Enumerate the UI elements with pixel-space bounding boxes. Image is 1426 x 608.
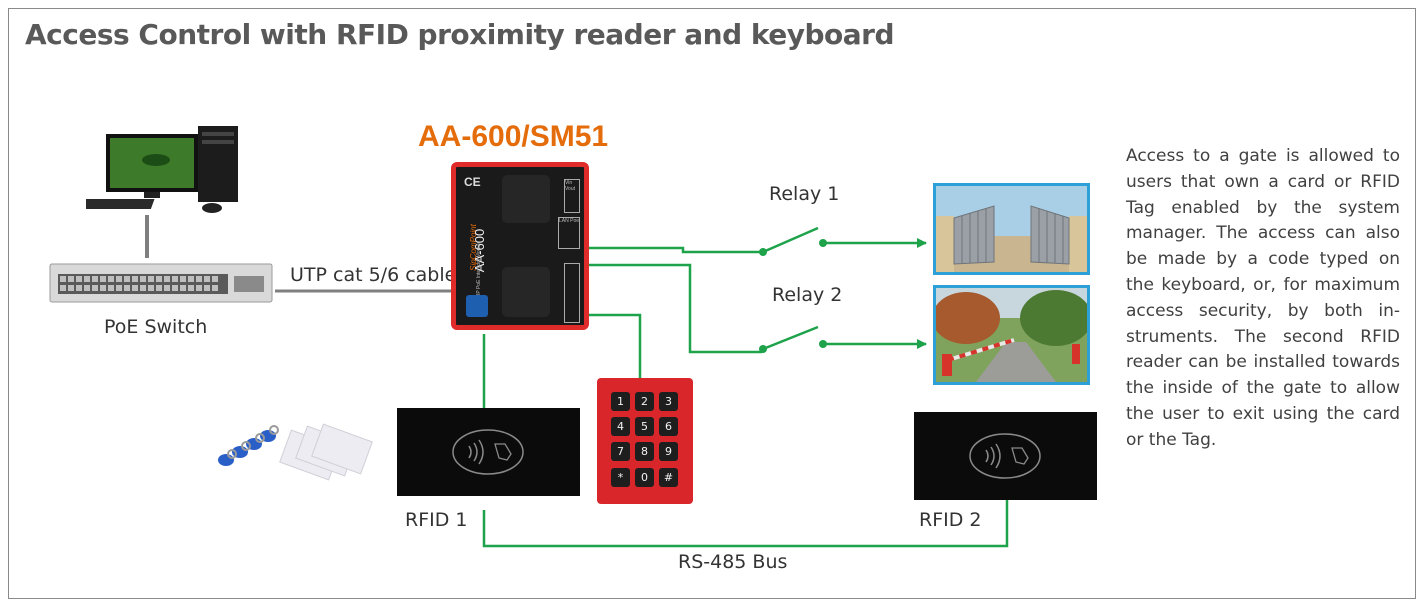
swing-gate-icon	[936, 186, 1087, 272]
keypad-key: 7	[611, 442, 630, 461]
keypad-key: 6	[659, 417, 678, 436]
device-panel-top	[502, 175, 550, 223]
keypad-key: #	[659, 468, 678, 487]
keypad-key: 1	[611, 392, 630, 411]
keypad-key: 5	[635, 417, 654, 436]
computer-illustration	[50, 96, 238, 216]
terminal-block: Vin Vout	[564, 179, 580, 213]
contactless-icon	[452, 429, 524, 475]
device-model-label: AA-600/SM51	[418, 120, 609, 153]
device-subtitle: IP PoE Intercom Module	[476, 240, 483, 296]
diagram-frame	[8, 8, 1416, 599]
keypad-key: 9	[659, 442, 678, 461]
relay2-switch-arm	[762, 325, 819, 351]
keypad-key: 2	[635, 392, 654, 411]
utp-cable-label: UTP cat 5/6 cable	[290, 264, 457, 286]
ce-mark: CE	[464, 175, 481, 189]
lan-port: LAN Poe	[558, 217, 580, 249]
keypad: 1 2 3 4 5 6 7 8 9 * 0 #	[597, 378, 693, 504]
io-terminal	[564, 263, 580, 323]
rfid-reader-1	[397, 408, 580, 496]
rs485-bus	[482, 500, 1009, 548]
rfid-tags-cards-illustration	[214, 418, 374, 484]
keypad-key: 3	[659, 392, 678, 411]
keypad-key: *	[611, 468, 630, 487]
rfid2-label: RFID 2	[919, 509, 982, 531]
rs485-bus-label: RS-485 Bus	[678, 551, 788, 573]
relay1-switch-arm	[762, 226, 819, 254]
keypad-key: 4	[611, 417, 630, 436]
relay1-label: Relay 1	[769, 183, 840, 205]
rfid-tags-icon	[218, 423, 373, 481]
gate-photo-2	[933, 285, 1090, 385]
page-title: Access Control with RFID proximity reade…	[25, 18, 895, 51]
brand-logo	[466, 295, 488, 317]
description-text: Access to a gate is allowed to users tha…	[1126, 146, 1400, 450]
contactless-icon	[969, 433, 1041, 479]
computer-icon	[50, 126, 238, 213]
barrier-gate-icon	[936, 288, 1087, 382]
rfid-reader-2	[914, 412, 1097, 500]
keypad-wire	[589, 313, 642, 378]
poe-switch-illustration	[48, 258, 274, 308]
poe-switch-label: PoE Switch	[104, 316, 208, 338]
relay1-wire	[589, 246, 762, 254]
relay2-label: Relay 2	[772, 284, 843, 306]
rfid1-label: RFID 1	[405, 509, 468, 531]
gate-photo-1	[933, 183, 1090, 275]
relay2-wire	[589, 263, 762, 354]
switch-icon	[49, 263, 273, 303]
keypad-key: 8	[635, 442, 654, 461]
intercom-module: CE SipComPoint AA-600 IP PoE Intercom Mo…	[451, 162, 589, 330]
keypad-key: 0	[635, 468, 654, 487]
device-panel-bottom	[502, 267, 550, 317]
